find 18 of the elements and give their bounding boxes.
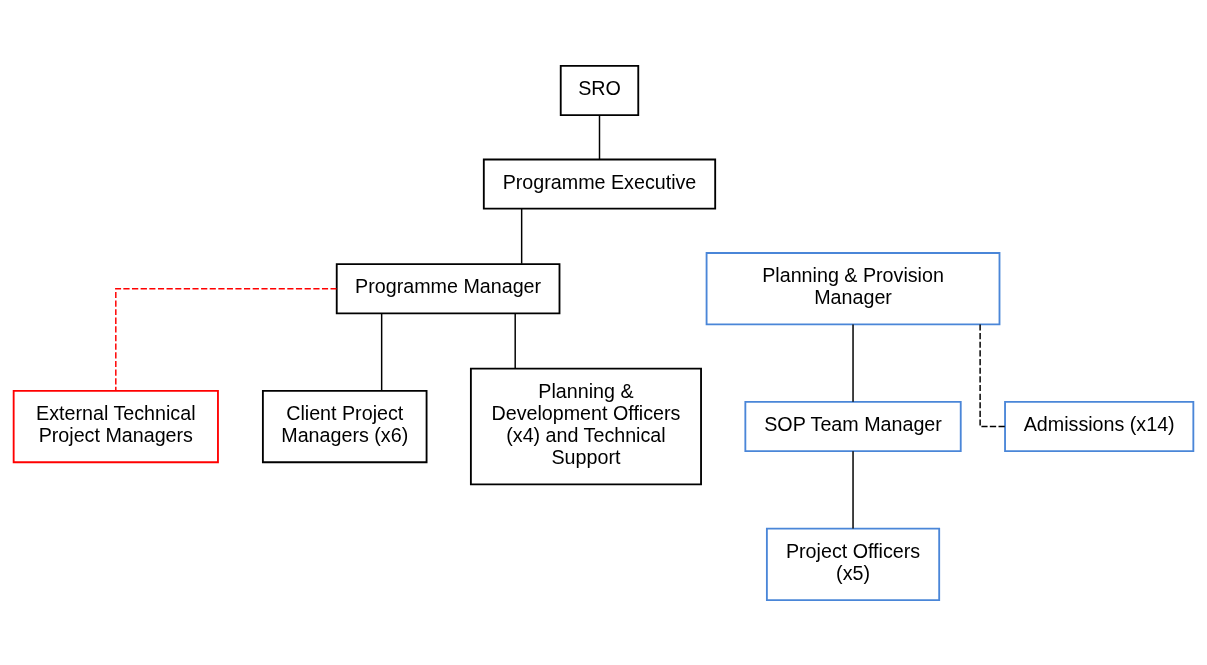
connector <box>514 312 516 369</box>
node-box: Client Project Managers (x6) <box>261 389 428 463</box>
connector <box>852 449 854 529</box>
connector <box>380 312 383 391</box>
node-box: Planning & Development Officers (x4) and Technical Support <box>469 367 702 485</box>
node-box: Programme Manager <box>335 262 561 314</box>
node-box: External Technical Project Managers <box>12 389 219 463</box>
connector <box>520 207 523 264</box>
connector <box>852 323 854 402</box>
connector <box>115 287 338 391</box>
node-box: Planning & Provision Manager <box>705 251 1001 325</box>
connector <box>979 323 1006 427</box>
node-box: Admissions (x14) <box>1004 400 1195 452</box>
node-box: SOP Team Manager <box>744 400 962 452</box>
node-box: SRO <box>559 64 640 116</box>
node-box: Programme Executive <box>482 158 717 210</box>
node-box: Project Officers (x5) <box>765 527 941 601</box>
connector <box>598 114 601 160</box>
